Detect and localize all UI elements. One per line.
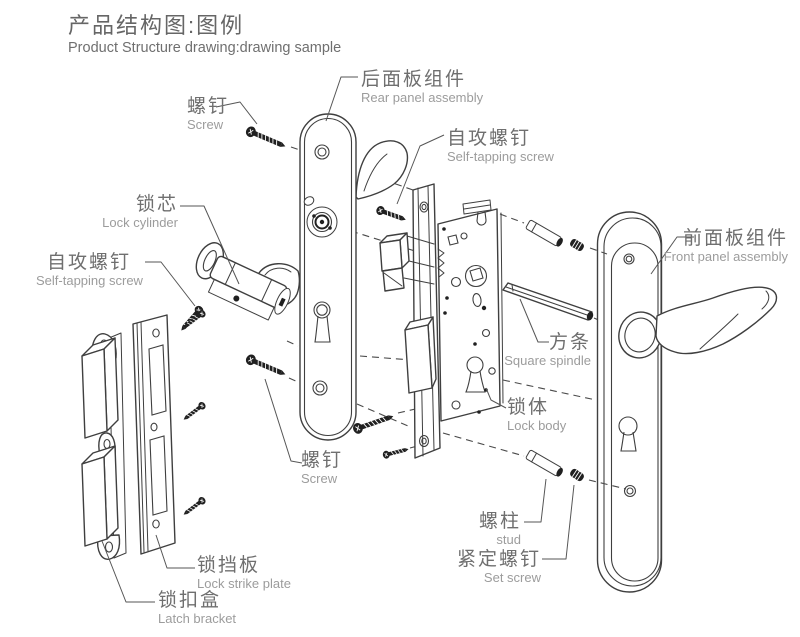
label-latch-bracket-en: Latch bracket: [158, 611, 237, 626]
label-latch-bracket-zh: 锁扣盒: [158, 590, 222, 611]
label-strike-plate-en: Lock strike plate: [197, 576, 291, 591]
label-self-tapping-screw-left: 自攻螺钉 Self-tapping screw: [36, 252, 143, 288]
square-spindle-drawing: [502, 282, 594, 321]
leader-latch-bracket: [101, 540, 155, 603]
spindle-follower-hole: [464, 264, 488, 288]
strike-screw-3: [180, 495, 208, 519]
label-lock-cylinder: 锁芯 Lock cylinder: [95, 194, 178, 230]
label-lock-strike-plate: 锁挡板 Lock strike plate: [197, 555, 291, 591]
front-handle: [618, 286, 778, 359]
leader-self-tapping-left: [145, 261, 196, 307]
self-tapping-screw-left-drawing: [177, 303, 206, 335]
label-self-tapping-left-zh: 自攻螺钉: [46, 252, 131, 273]
rear-panel-hub: [303, 196, 338, 238]
label-lock-body-zh: 锁体: [507, 397, 550, 418]
rear-panel-assembly-drawing: [299, 113, 357, 441]
label-lock-cylinder-zh: 锁芯: [135, 194, 178, 215]
label-front-panel-assembly: 前面板组件 Front panel assembly: [640, 228, 788, 264]
latch-bracket-box-upper: [81, 337, 119, 439]
label-stud-zh: 螺柱: [478, 511, 521, 532]
label-rear-panel-en: Rear panel assembly: [361, 90, 484, 105]
label-screw-middle-zh: 螺钉: [301, 450, 344, 471]
leader-screw-top: [215, 101, 258, 125]
leader-front-panel: [650, 236, 694, 275]
rear-panel-keyhole: [313, 301, 331, 343]
title-block: 产品结构图:图例 Product Structure drawing:drawi…: [68, 13, 341, 57]
label-self-tapping-screw-upper: 自攻螺钉 Self-tapping screw: [447, 128, 554, 164]
label-screw-middle-en: Screw: [301, 471, 338, 486]
leader-lines: [101, 76, 694, 603]
stud-upper: [525, 219, 565, 249]
label-set-screw-en: Set screw: [483, 570, 541, 585]
leader-lock-cylinder: [180, 205, 240, 285]
label-front-panel-zh: 前面板组件: [682, 228, 788, 249]
lock-cylinder-drawing: [195, 242, 291, 321]
assembly-axis-dashes-front: [588, 247, 627, 490]
lock-body-drawing: [379, 183, 504, 459]
label-rear-panel-zh: 后面板组件: [361, 69, 467, 90]
label-set-screw: 紧定螺钉 Set screw: [420, 549, 541, 585]
label-self-tapping-upper-en: Self-tapping screw: [447, 149, 554, 164]
label-lock-body: 锁体 Lock body: [507, 397, 566, 433]
leader-square-spindle: [519, 298, 549, 343]
label-square-spindle-en: Square spindle: [504, 353, 591, 368]
page-title-en: Product Structure drawing:drawing sample: [68, 40, 342, 56]
front-panel-keyhole: [618, 416, 638, 452]
strike-screw-2: [180, 400, 208, 424]
leader-rear-panel: [325, 76, 358, 122]
front-panel-assembly-drawing: [596, 211, 778, 593]
label-self-tapping-upper-zh: 自攻螺钉: [447, 128, 532, 149]
latch-spring: [437, 248, 445, 278]
leader-lock-body: [485, 387, 507, 409]
set-screw-upper: [568, 237, 586, 253]
screw-top-left: [243, 124, 288, 152]
leader-self-tapping-upper: [396, 134, 445, 205]
screw-lower-long: [351, 410, 396, 436]
set-screw-lower: [568, 467, 586, 483]
label-screw-top-en: Screw: [187, 117, 224, 132]
latch-bolt: [379, 232, 435, 292]
leader-strike-plate: [155, 534, 195, 569]
stud-lower: [525, 449, 565, 479]
leader-set-screw: [542, 484, 575, 560]
label-front-panel-en: Front panel assembly: [663, 249, 788, 264]
latch-bracket-box-lower: [81, 445, 119, 547]
leader-stud: [524, 478, 547, 523]
label-stud-en: stud: [496, 532, 521, 547]
lock-strike-plate-drawing: [132, 314, 176, 555]
screw-middle-long: [243, 352, 288, 380]
latch-bracket-drawing: [81, 332, 127, 560]
label-rear-panel-assembly: 后面板组件 Rear panel assembly: [361, 69, 483, 105]
rear-panel-bottom-screw-hole: [312, 380, 328, 396]
label-self-tapping-left-en: Self-tapping screw: [36, 273, 143, 288]
label-latch-bracket: 锁扣盒 Latch bracket: [158, 590, 236, 626]
label-set-screw-zh: 紧定螺钉: [456, 549, 541, 570]
label-strike-plate-zh: 锁挡板: [197, 555, 261, 576]
label-square-spindle: 方条 Square spindle: [480, 332, 591, 368]
self-tapping-screw-upper-drawing: [374, 204, 408, 225]
label-screw-middle: 螺钉 Screw: [301, 450, 343, 486]
rear-panel-top-screw-hole: [314, 144, 330, 160]
page-title-zh: 产品结构图:图例: [68, 13, 245, 38]
screw-small-lower: [381, 444, 410, 460]
label-lock-body-en: Lock body: [507, 418, 567, 433]
label-square-spindle-zh: 方条: [548, 332, 591, 353]
label-screw-top: 螺钉 Screw: [187, 96, 229, 132]
leader-screw-middle: [264, 378, 303, 464]
label-lock-cylinder-en: Lock cylinder: [102, 215, 178, 230]
lock-body-keyhole: [465, 356, 486, 393]
deadbolt: [404, 316, 437, 394]
label-stud: 螺柱 stud: [450, 511, 521, 547]
label-screw-top-zh: 螺钉: [187, 96, 230, 117]
